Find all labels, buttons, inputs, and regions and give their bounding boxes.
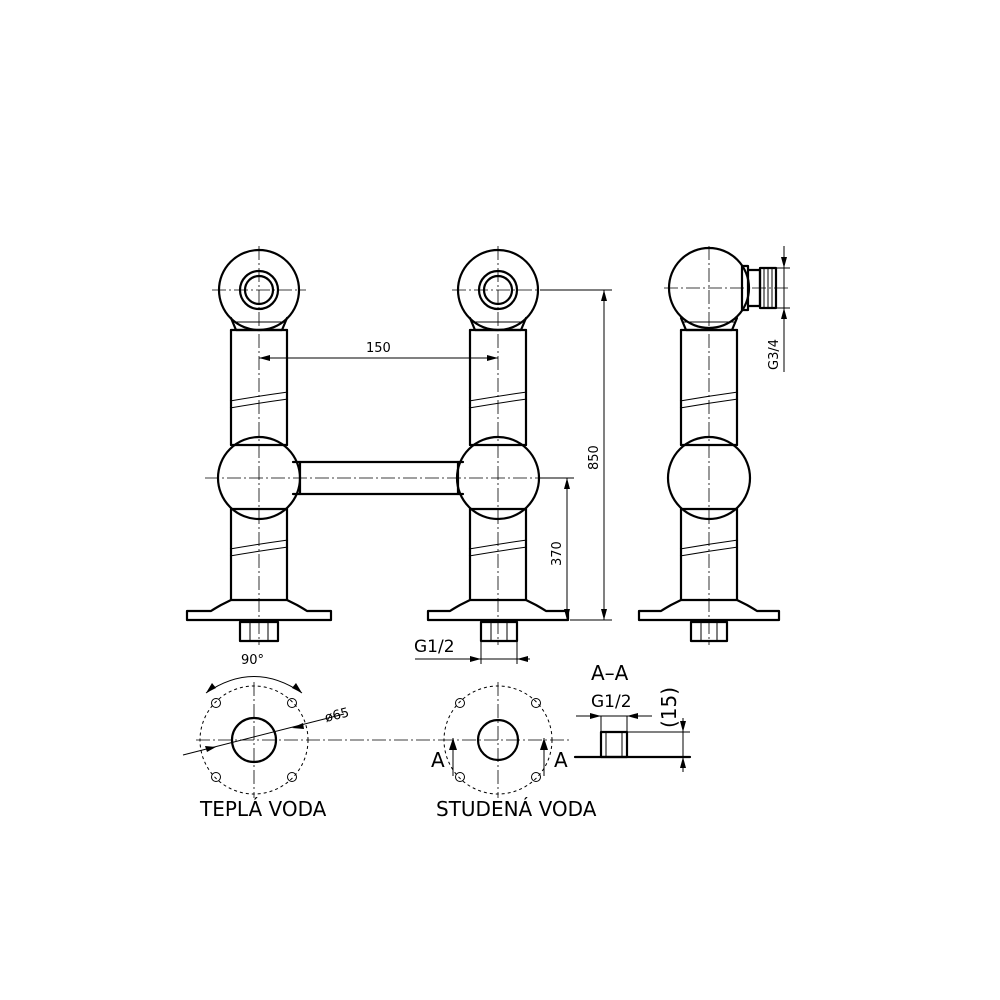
right-flange [426, 598, 570, 622]
section-depth-arrow-bottom [680, 757, 686, 768]
side-outlet-collar [740, 264, 750, 312]
section-arrow-left-head [449, 738, 457, 750]
dim-g34-text: G3/4 [767, 339, 782, 370]
dim-bolt-circle-text: ø65 [323, 705, 350, 725]
dim-850-arrow-bottom [601, 609, 607, 620]
dim-150-text: 150 [366, 341, 391, 356]
section-thread-text: G1/2 [591, 692, 632, 712]
dim-angle-arrow-l [206, 683, 216, 693]
dim-g34-arrow-top [781, 257, 787, 268]
section-depth-text: (15) [657, 687, 681, 728]
dim-g12-arrow-r [517, 656, 528, 662]
plan-hot-hole-3 [211, 772, 221, 782]
dim-angle-text: 90° [241, 653, 264, 668]
section-mark-right: A [554, 748, 568, 772]
dim-150-arrow-r [487, 355, 498, 361]
right-nut [479, 620, 519, 643]
dim-850-text: 850 [587, 445, 602, 470]
dim-g12-front: G1/2 [414, 637, 530, 664]
dim-g34-arrow-bottom [781, 308, 787, 319]
plan-hot-hole-2 [287, 698, 297, 708]
side-flange [637, 598, 781, 622]
dim-850: 850 [540, 289, 612, 621]
left-flange [185, 598, 333, 622]
section-mark-left: A [431, 748, 445, 772]
left-column [185, 246, 333, 645]
section-fitting [599, 730, 629, 759]
left-nut [238, 620, 280, 643]
label-hot-water: TEPLÁ VODA [199, 797, 327, 821]
dim-370-arrow-top [564, 478, 570, 489]
dim-370: 370 [540, 477, 574, 620]
plan-hot: ø65 90° TEPLÁ VODA [182, 653, 440, 821]
plan-cold-hole-4 [531, 772, 541, 782]
section-arrow-right-head [540, 738, 548, 750]
side-nut [689, 620, 729, 643]
crossbar [205, 460, 555, 496]
plan-cold-hole-3 [455, 772, 465, 782]
side-view [637, 246, 790, 645]
dim-370-arrow-bottom [564, 609, 570, 620]
dim-angle-arc [205, 676, 303, 694]
plan-cold: A A STUDENÁ VODA [431, 682, 597, 821]
section-aa: A–A G1/2 (15) [573, 661, 692, 772]
dim-150-arrow-l [259, 355, 270, 361]
plan-hot-hole-4 [287, 772, 297, 782]
plan-hot-diameter-arrow-l [205, 746, 216, 752]
dim-370-text: 370 [550, 541, 565, 566]
section-thread-arrow-r [627, 713, 638, 719]
plan-hot-hole-1 [211, 698, 221, 708]
section-thread-arrow-l [590, 713, 601, 719]
right-column [426, 246, 570, 645]
section-depth-arrow-top [680, 721, 686, 732]
dim-g34: G3/4 [767, 246, 790, 372]
plan-cold-hole-2 [531, 698, 541, 708]
dim-g12-arrow-l [470, 656, 481, 662]
dim-850-arrow-top [601, 290, 607, 301]
section-title: A–A [591, 661, 629, 685]
plan-hot-diameter-arrow-r [292, 723, 304, 729]
dim-g12-text: G1/2 [414, 637, 455, 657]
plan-cold-hole-1 [455, 698, 465, 708]
dim-150: 150 [259, 341, 498, 361]
dim-angle-arrow-r [292, 683, 302, 693]
label-cold-water: STUDENÁ VODA [436, 797, 597, 821]
